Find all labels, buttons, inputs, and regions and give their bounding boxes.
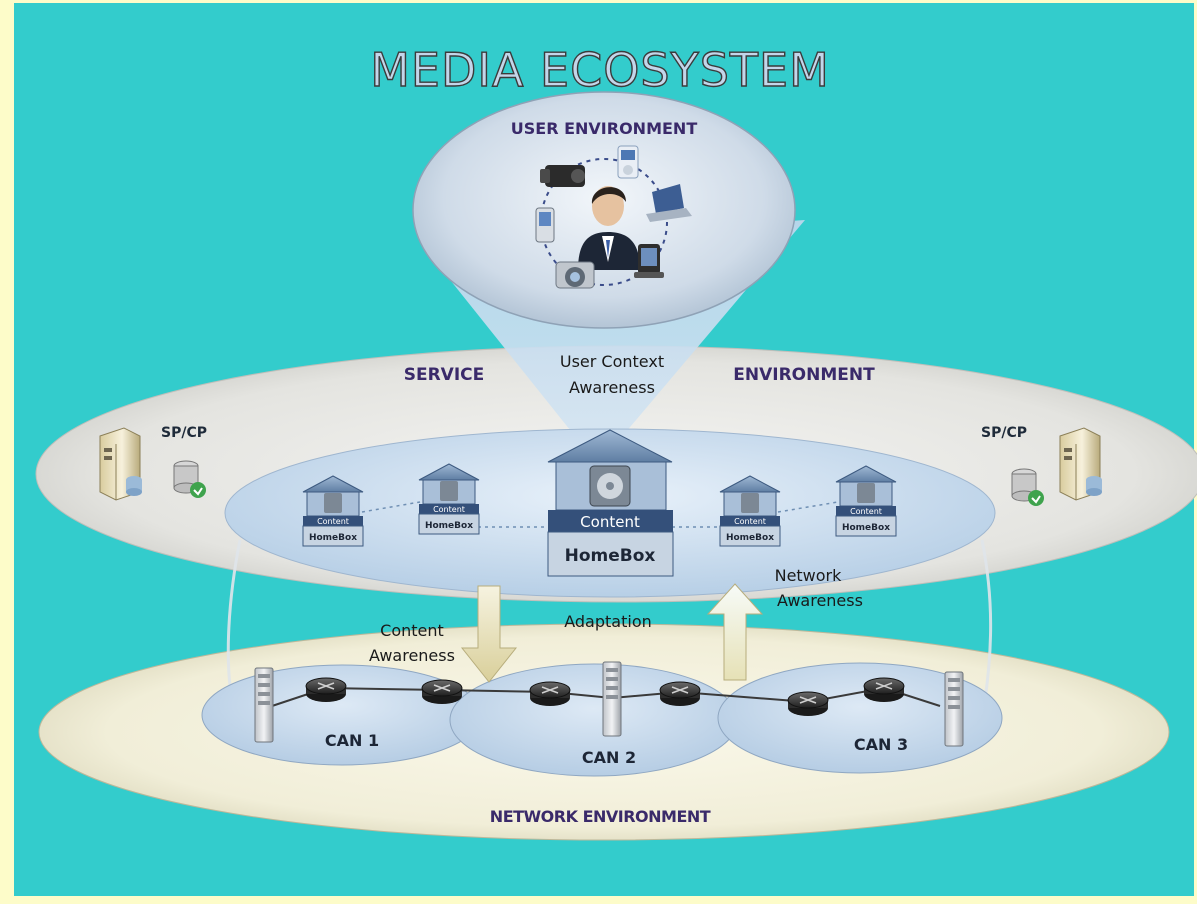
database-left-icon [173, 460, 206, 498]
homebox-links [361, 501, 839, 528]
router-icon [659, 681, 701, 706]
router-icon [787, 691, 829, 716]
network-server-icon [602, 661, 622, 737]
environment-label: ENVIRONMENT [733, 365, 875, 385]
homebox-main-label: HomeBox [565, 546, 656, 566]
person-icon [578, 186, 640, 270]
network-awareness-line2: Awareness [777, 591, 863, 610]
server-tower-left-icon [99, 427, 142, 501]
homebox-small-label: HomeBox [425, 521, 473, 531]
can3-ellipse [717, 662, 1003, 774]
router-icon [529, 681, 571, 706]
device-ring [540, 158, 668, 286]
network-server-icon [254, 667, 274, 743]
content-disc-icon [440, 481, 458, 501]
database-right-icon [1011, 468, 1044, 506]
adaptation-label: Adaptation [564, 612, 652, 631]
network-device-group [254, 661, 964, 747]
content-awareness-line2: Awareness [369, 646, 455, 665]
ipod-icon [617, 145, 639, 179]
user-environment-label: USER ENVIRONMENT [511, 119, 698, 138]
can3-label: CAN 3 [854, 735, 908, 754]
server-tower-right-icon [1059, 427, 1102, 501]
homebox-small-content-label: Content [317, 517, 349, 526]
camcorder-icon [540, 165, 585, 187]
content-awareness-arrow [460, 585, 518, 683]
user-context-line2: Awareness [569, 378, 655, 397]
diagram-title: MEDIA ECOSYSTEM [370, 43, 830, 97]
can1-label: CAN 1 [325, 731, 379, 750]
can2-label: CAN 2 [582, 748, 636, 767]
homebox-small-content-label: Content [734, 517, 766, 526]
homebox-small-content-label: Content [433, 505, 465, 514]
router-icon [305, 677, 347, 702]
laptop-icon [646, 184, 692, 222]
homebox-small-label: HomeBox [309, 533, 357, 543]
network-awareness-arrow [706, 583, 764, 681]
phone-icon [535, 207, 555, 243]
content-disc-icon [857, 483, 875, 503]
homebox-small-content-label: Content [850, 507, 882, 516]
homebox-small-label: HomeBox [726, 533, 774, 543]
content-disc-icon [324, 493, 342, 513]
router-icon [421, 679, 463, 704]
connector-right [980, 539, 993, 701]
homebox-main-content-label: Content [580, 513, 640, 531]
user-context-line1: User Context [560, 352, 664, 371]
sp-cp-right-label: SP/CP [981, 425, 1027, 441]
network-awareness-line1: Network [775, 566, 843, 585]
camera-icon [555, 261, 595, 289]
router-icon [863, 677, 905, 702]
service-label: SERVICE [404, 365, 485, 385]
pda-icon [634, 244, 664, 278]
network-environment-label: NETWORK ENVIRONMENT [490, 807, 711, 826]
homebox-main: Content HomeBox [547, 429, 674, 577]
content-disc-icon [741, 493, 759, 513]
sp-cp-left-label: SP/CP [161, 425, 207, 441]
homebox-small-label: HomeBox [842, 523, 890, 533]
content-awareness-line1: Content [380, 621, 444, 640]
network-server-icon [944, 671, 964, 747]
